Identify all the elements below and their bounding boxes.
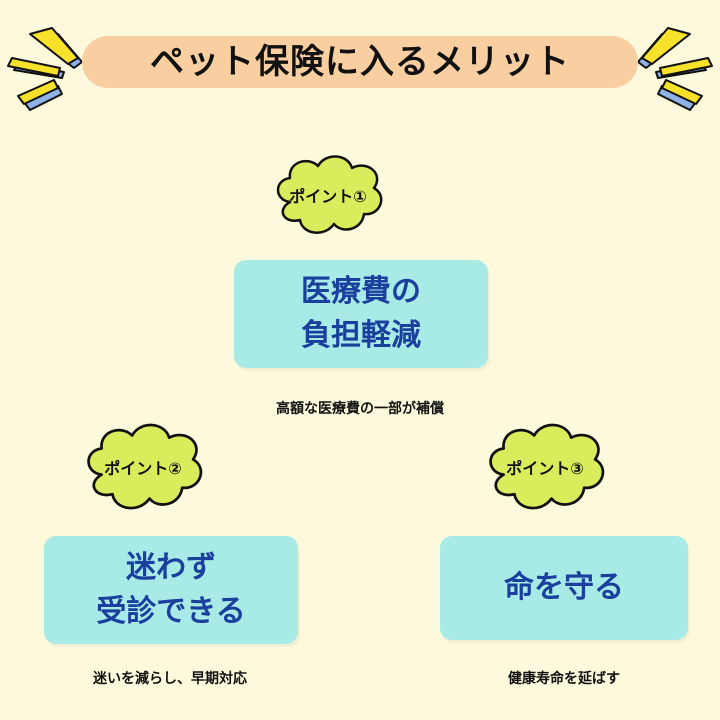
point-3-caption: 健康寿命を延ばす xyxy=(508,671,620,687)
cloud-icon xyxy=(87,423,203,510)
page-title: ペット保険に入るメリット xyxy=(150,42,570,82)
right-rays-icon xyxy=(637,27,713,111)
cloud-icon xyxy=(276,155,383,234)
point-2-card: 迷わず 受診できる xyxy=(44,536,298,644)
point-2-badge: ポイント② xyxy=(76,418,210,516)
point-1-caption: 高額な医療費の一部が補償 xyxy=(276,401,444,417)
title-decoration-rays xyxy=(7,27,713,111)
cloud-icon xyxy=(489,423,605,510)
title-banner: ペット保険に入るメリット xyxy=(82,36,638,88)
point-2-caption: 迷いを減らし、早期対応 xyxy=(93,671,247,687)
point-1-badge-label: ポイント① xyxy=(289,187,367,206)
point-3-badge-label: ポイント③ xyxy=(506,459,584,478)
point-3-badge: ポイント③ xyxy=(478,418,612,516)
point-2-heading-line-2: 受診できる xyxy=(96,594,246,629)
point-3-card: 命を守る xyxy=(440,536,688,640)
point-3-heading-line-1: 命を守る xyxy=(504,570,624,605)
point-2-heading-line-1: 迷わず xyxy=(126,550,216,585)
point-1-badge: ポイント① xyxy=(268,150,388,240)
point-1-heading-line-1: 医療費の xyxy=(301,274,421,309)
point-2-badge-label: ポイント② xyxy=(104,459,182,478)
left-rays-icon xyxy=(7,27,83,111)
point-1-card: 医療費の 負担軽減 xyxy=(234,260,488,368)
title-banner-background xyxy=(82,36,638,88)
point-1-heading-line-2: 負担軽減 xyxy=(301,318,421,353)
